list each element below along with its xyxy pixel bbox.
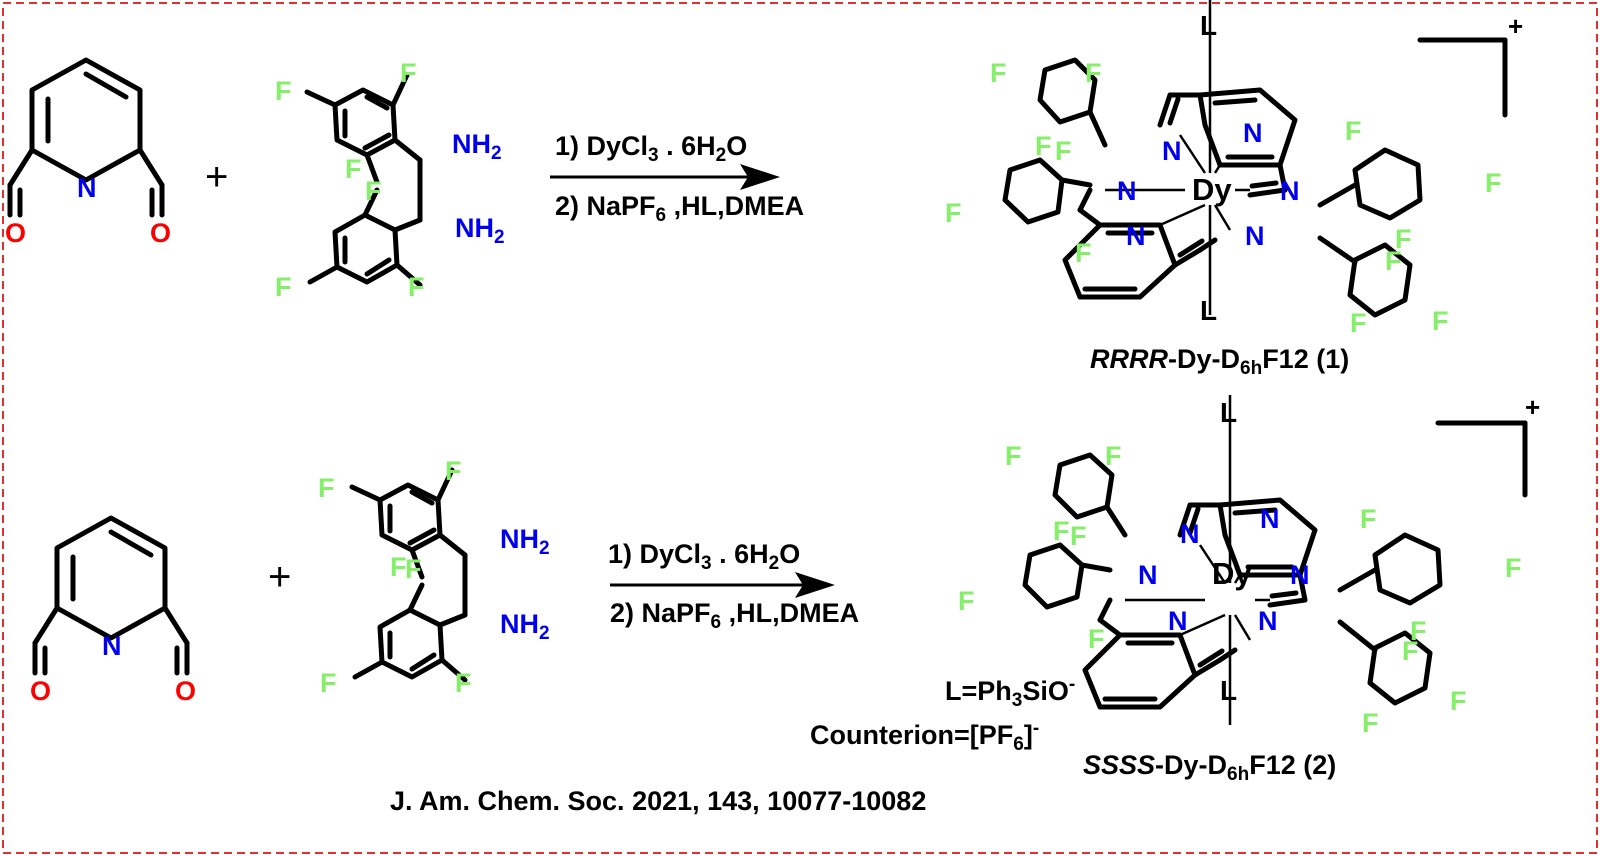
atom-N: N (1180, 519, 1200, 549)
atom-F: F (275, 76, 292, 106)
dialdehyde-1: N O O (5, 60, 171, 248)
atom-F: F (1432, 306, 1449, 336)
atom-F: F (1085, 58, 1102, 88)
step2-label: 2) NaPF6 ,HL,DMEA (610, 598, 859, 633)
atom-F: F (1035, 131, 1052, 161)
amine-N2: NH2 (500, 609, 550, 644)
atom-O: O (175, 676, 196, 706)
atom-F: F (408, 272, 425, 302)
atom-O: O (5, 218, 26, 248)
charge-sign: + (1508, 11, 1523, 41)
plus-sign: + (268, 555, 291, 599)
atom-F: F (1053, 516, 1070, 546)
atom-N: N (1126, 221, 1146, 251)
atom-O: O (30, 676, 51, 706)
ligand-L-top: L (1220, 397, 1237, 428)
atom-F: F (318, 473, 335, 503)
product-complex-2: L L Dy N N N N N N + F F F F F F F F F F… (958, 392, 1540, 738)
atom-N: N (1280, 176, 1300, 206)
atom-F: F (400, 58, 417, 88)
atom-F: F (1105, 441, 1122, 471)
atom-F: F (1005, 441, 1022, 471)
atom-F: F (1075, 238, 1092, 268)
conditions-1: 1) DyCl3 . 6H2O 2) NaPF6 ,HL,DMEA (550, 131, 804, 226)
atom-F: F (390, 552, 407, 582)
atom-N: N (1260, 504, 1280, 534)
charge-sign: + (1525, 392, 1540, 422)
atom-F: F (1088, 624, 1105, 654)
atom-F: F (1485, 168, 1502, 198)
atom-F: F (275, 272, 292, 302)
atom-F: F (1395, 224, 1412, 254)
atom-F: F (345, 154, 362, 184)
dy-center: Dy (1192, 172, 1232, 207)
atom-F: F (1402, 636, 1419, 666)
amine-N2: NH2 (455, 213, 505, 248)
atom-F: F (445, 456, 462, 486)
atom-N: N (102, 631, 122, 661)
atom-O: O (150, 218, 171, 248)
atom-N: N (1138, 560, 1158, 590)
atom-F: F (1360, 504, 1377, 534)
atom-F: F (1505, 553, 1522, 583)
diamine-1: F F F F F F NH2 NH2 (275, 58, 505, 302)
atom-N: N (1162, 136, 1182, 166)
atom-F: F (1450, 686, 1467, 716)
atom-F: F (1410, 616, 1427, 646)
ligand-definition: L=Ph3SiO- (945, 674, 1075, 711)
dialdehyde-2: N O O (30, 518, 196, 706)
step2-label: 2) NaPF6 ,HL,DMEA (555, 191, 804, 226)
atom-F: F (1362, 708, 1379, 738)
atom-F: F (405, 554, 422, 584)
step1-label: 1) DyCl3 . 6H2O (555, 131, 747, 166)
atom-F: F (1055, 136, 1072, 166)
atom-F: F (455, 668, 472, 698)
atom-F: F (945, 198, 962, 228)
ligand-L-top: L (1200, 10, 1217, 41)
citation: J. Am. Chem. Soc. 2021, 143, 10077-10082 (390, 786, 926, 816)
atom-N: N (1245, 221, 1265, 251)
step1-label: 1) DyCl3 . 6H2O (608, 539, 800, 574)
atom-F: F (320, 668, 337, 698)
conditions-2: 1) DyCl3 . 6H2O 2) NaPF6 ,HL,DMEA (608, 539, 859, 633)
atom-F: F (1345, 116, 1362, 146)
plus-sign: + (205, 155, 228, 199)
dy-center: Dy (1212, 556, 1252, 591)
diamine-2: F F F F F F NH2 NH2 (318, 456, 550, 698)
amine-N1: NH2 (500, 524, 550, 559)
atom-N: N (1258, 606, 1278, 636)
atom-F: F (1385, 246, 1402, 276)
arrowhead-1 (740, 164, 780, 190)
atom-N: N (1168, 606, 1188, 636)
ligand-L-bottom: L (1220, 675, 1237, 706)
product-label-1: RRRR-Dy-D6hF12 (1) (1090, 344, 1349, 379)
arrowhead-2 (795, 572, 835, 598)
atom-F: F (1350, 308, 1367, 338)
product-complex-1: L L Dy N N N N N N + F F F F F F F F F F… (945, 0, 1523, 338)
atom-F: F (990, 58, 1007, 88)
product-label-2: SSSS-Dy-D6hF12 (2) (1083, 750, 1336, 785)
atom-F: F (958, 586, 975, 616)
atom-N: N (1243, 118, 1263, 148)
amine-N1: NH2 (452, 129, 502, 164)
counterion-definition: Counterion=[PF6]- (810, 718, 1039, 755)
atom-N: N (1117, 176, 1137, 206)
atom-N: N (77, 173, 97, 203)
ligand-L-bottom: L (1200, 295, 1217, 326)
atom-F: F (365, 176, 382, 206)
atom-F: F (1070, 521, 1087, 551)
atom-N: N (1290, 560, 1310, 590)
